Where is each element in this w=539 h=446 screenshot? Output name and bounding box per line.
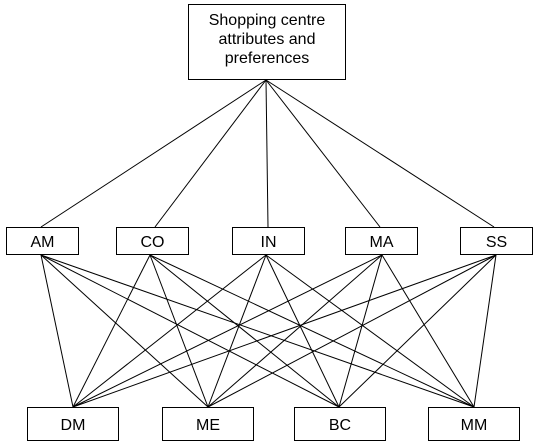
criterion-node-ma: MA	[345, 227, 418, 255]
edge-root-ss	[265, 79, 495, 228]
edge-root-ma	[265, 79, 381, 228]
criterion-label-ss: SS	[486, 234, 507, 251]
alternative-nodes: DM ME BC MM	[27, 407, 520, 441]
criterion-box-ss	[460, 227, 533, 255]
alternative-label-mm: MM	[461, 417, 488, 434]
edge-in-dm	[72, 254, 267, 408]
alternative-label-me: ME	[196, 417, 220, 434]
criterion-node-ss: SS	[460, 227, 533, 255]
criterion-box-ma	[345, 227, 418, 255]
criterion-box-in	[232, 227, 305, 255]
criteria-nodes: AM CO IN MA SS	[6, 227, 533, 255]
edge-ss-me	[207, 254, 497, 408]
criterion-node-am: AM	[6, 227, 79, 255]
root-node: Shopping centre attributes and preferenc…	[188, 4, 346, 80]
edge-co-bc	[149, 254, 340, 408]
root-node-box	[188, 4, 346, 80]
alternative-node-dm: DM	[27, 407, 119, 441]
root-node-line-3: preferences	[225, 50, 310, 67]
alternative-box-dm	[27, 407, 119, 441]
root-to-criteria-edges	[40, 79, 495, 228]
root-node-line-2: attributes and	[219, 31, 316, 48]
criteria-to-alternatives-edges	[40, 254, 497, 408]
edge-in-me	[207, 254, 267, 408]
edge-in-mm	[265, 254, 475, 408]
edge-co-mm	[149, 254, 475, 408]
edge-co-me	[149, 254, 209, 408]
alternative-box-me	[162, 407, 254, 441]
alternative-node-mm: MM	[428, 407, 520, 441]
criterion-label-ma: MA	[370, 234, 394, 251]
edge-root-am	[40, 79, 267, 228]
alternative-label-dm: DM	[61, 417, 86, 434]
edge-am-mm	[40, 254, 475, 408]
alternative-label-bc: BC	[329, 417, 351, 434]
criterion-label-co: CO	[141, 234, 165, 251]
edge-ma-me	[207, 254, 383, 408]
edge-root-in	[265, 79, 269, 228]
edge-root-co	[154, 79, 267, 228]
alternative-node-me: ME	[162, 407, 254, 441]
criterion-box-am	[6, 227, 79, 255]
edge-am-bc	[40, 254, 340, 408]
criterion-label-in: IN	[261, 234, 277, 251]
alternative-box-bc	[294, 407, 386, 441]
criterion-label-am: AM	[31, 234, 55, 251]
criterion-node-in: IN	[232, 227, 305, 255]
edge-ma-mm	[381, 254, 475, 408]
edge-ss-mm	[473, 254, 497, 408]
criterion-box-co	[116, 227, 189, 255]
edge-ma-dm	[72, 254, 383, 408]
edge-ss-bc	[338, 254, 497, 408]
edge-in-bc	[265, 254, 340, 408]
edge-ss-dm	[72, 254, 497, 408]
root-node-line-1: Shopping centre	[209, 12, 326, 29]
criterion-node-co: CO	[116, 227, 189, 255]
edge-am-me	[40, 254, 209, 408]
edge-co-dm	[72, 254, 151, 408]
edge-am-dm	[40, 254, 74, 408]
alternative-box-mm	[428, 407, 520, 441]
alternative-node-bc: BC	[294, 407, 386, 441]
edge-ma-bc	[338, 254, 383, 408]
